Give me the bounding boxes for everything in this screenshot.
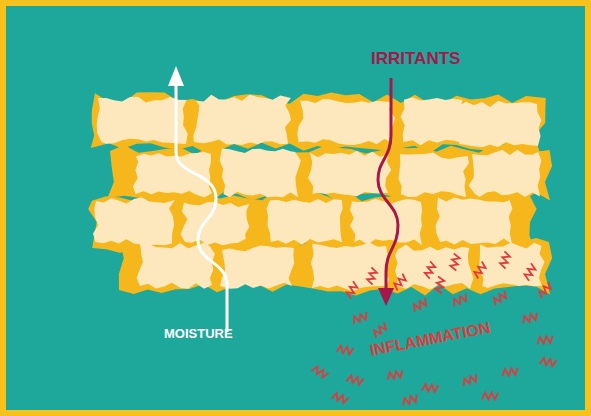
- inflammation-squiggle: [491, 291, 508, 306]
- mortar-layer: [88, 92, 552, 295]
- inflammation-squiggle: [366, 267, 378, 284]
- brick: [220, 245, 294, 288]
- brick: [350, 199, 422, 245]
- inflammation-squiggle: [502, 368, 519, 376]
- inflammation-squiggles: [311, 251, 556, 405]
- brick: [267, 199, 343, 245]
- brick: [469, 150, 542, 197]
- mortar: [119, 236, 552, 295]
- moisture-arrow: [176, 84, 227, 332]
- brick: [401, 98, 464, 146]
- inflammation-squiggle: [537, 336, 554, 344]
- brick: [137, 243, 215, 289]
- background: [6, 6, 585, 410]
- inflammation-squiggle: [337, 345, 354, 355]
- inflammation-squiggle: [450, 253, 461, 270]
- inflammation-squiggle: [411, 298, 428, 312]
- inflammation-squiggle: [482, 393, 498, 400]
- inflammation-squiggle: [523, 263, 537, 280]
- inflammation-squiggle: [392, 274, 408, 291]
- brick: [479, 243, 545, 288]
- brick: [133, 152, 212, 197]
- inflammation-squiggle: [435, 277, 445, 294]
- brick-layer: [93, 95, 545, 292]
- mortar: [91, 92, 546, 154]
- brick: [436, 197, 513, 244]
- brick: [455, 101, 541, 147]
- inflammation-squiggle: [345, 281, 359, 298]
- brick: [93, 197, 175, 245]
- inflammation-squiggle: [422, 384, 439, 392]
- brick: [395, 245, 473, 290]
- irritants-arrow: [378, 78, 398, 292]
- inflammation-squiggle: [311, 365, 328, 379]
- inflammation-squiggle: [540, 357, 557, 367]
- inflammation-squiggle: [521, 313, 538, 324]
- inflammation-squiggle: [331, 392, 348, 404]
- inflammation-squiggle: [537, 282, 553, 298]
- irritants-label: IRRITANTS: [371, 50, 460, 67]
- inflammation-squiggle: [499, 251, 511, 268]
- mortar: [108, 144, 553, 204]
- brick: [399, 153, 469, 197]
- inflammation-squiggle: [351, 312, 368, 324]
- brick: [311, 243, 389, 292]
- brick: [220, 149, 301, 198]
- inflammation-squiggle: [401, 395, 418, 406]
- brick: [297, 99, 395, 145]
- moisture-label: MOISTURE: [164, 327, 233, 340]
- inflammation-squiggle: [423, 261, 436, 278]
- inflammation-squiggle: [346, 375, 363, 386]
- moisture-arrowhead: [168, 66, 184, 86]
- inflammation-squiggle: [473, 261, 488, 278]
- brick: [194, 95, 291, 145]
- irritants-arrowhead: [378, 288, 394, 306]
- arrow-layer: [168, 66, 398, 332]
- inflammation-squiggle: [451, 293, 468, 306]
- inflammation-squiggle: [387, 370, 404, 380]
- inflammation-squiggle: [461, 374, 478, 386]
- inflammation-squiggle: [372, 322, 389, 338]
- brick: [97, 97, 188, 144]
